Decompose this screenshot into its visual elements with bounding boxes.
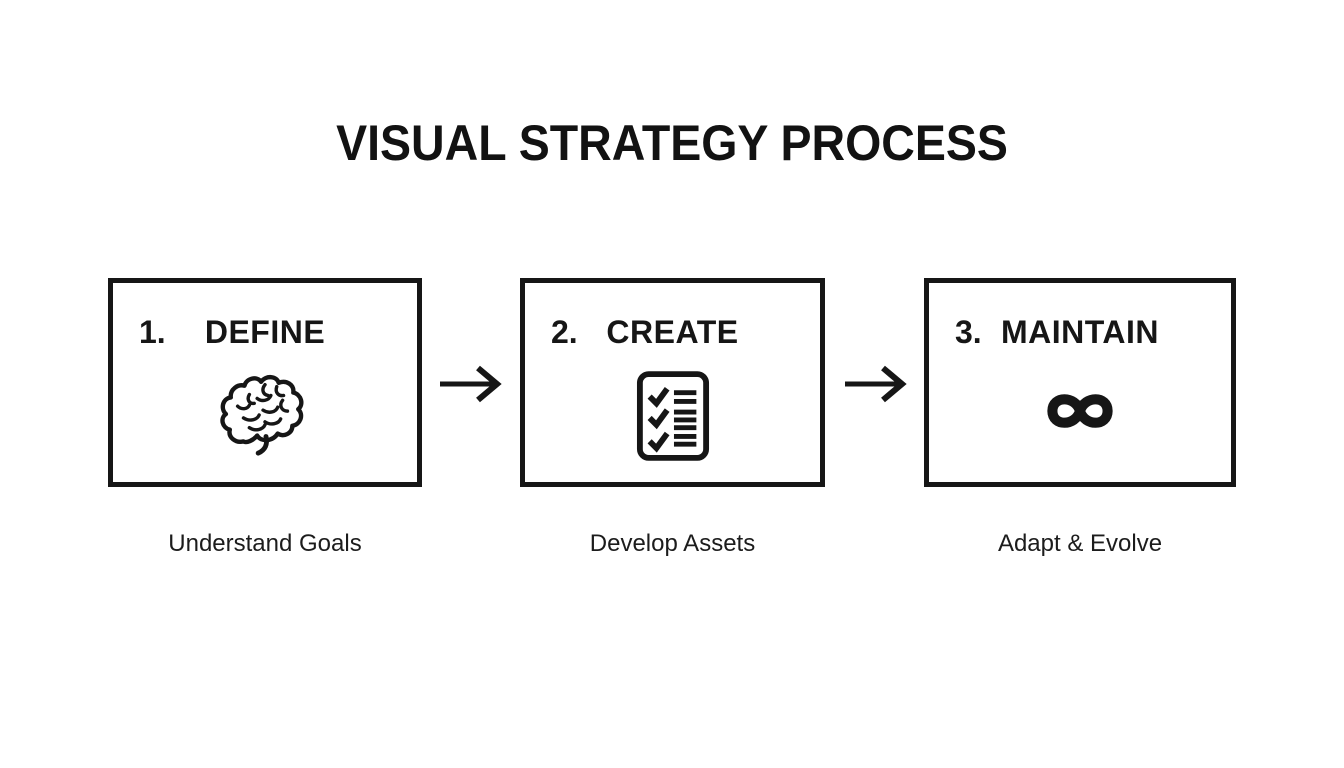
step-caption: Understand Goals bbox=[168, 530, 362, 557]
step-number: 3. bbox=[955, 314, 982, 350]
step-label: MAINTAIN bbox=[1000, 314, 1160, 350]
step-box-maintain: 3. MAINTAIN bbox=[924, 278, 1236, 487]
step-label: CREATE bbox=[606, 314, 739, 350]
arrow-right-icon bbox=[843, 362, 909, 406]
step-caption: Adapt & Evolve bbox=[997, 530, 1163, 557]
step-number: 1. bbox=[139, 314, 166, 350]
step-box-define: 1. DEFINE bbox=[108, 278, 422, 487]
step-label: DEFINE bbox=[204, 314, 326, 350]
step-caption: Develop Assets bbox=[589, 530, 756, 557]
brain-icon bbox=[213, 373, 317, 459]
step-box-create: 2. CREATE bbox=[520, 278, 825, 487]
step-number: 2. bbox=[551, 314, 578, 350]
checklist-icon bbox=[636, 370, 710, 462]
page-title: VISUAL STRATEGY PROCESS bbox=[336, 115, 1008, 171]
arrow-right-icon bbox=[438, 362, 504, 406]
infinity-icon bbox=[1034, 386, 1126, 436]
